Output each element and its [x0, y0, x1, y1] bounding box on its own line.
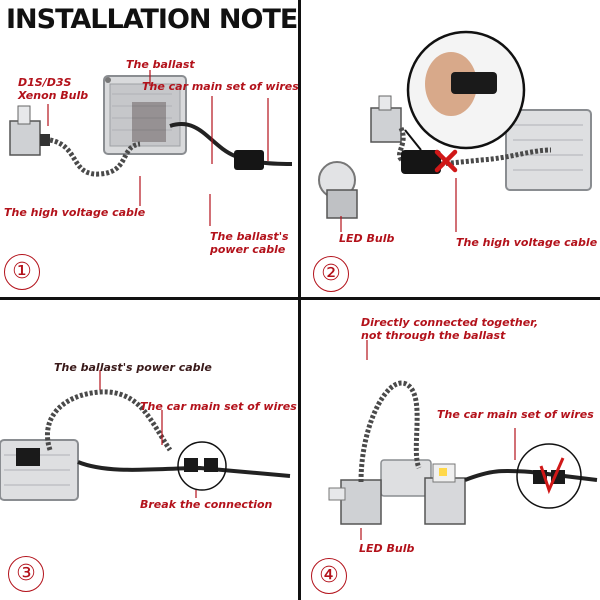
ballast-image — [103, 75, 187, 155]
step-number-2: ② — [313, 256, 349, 292]
led-bulb-image — [424, 463, 466, 525]
power-cable-label: The ballast's power cable — [54, 361, 212, 374]
xenon-bulb-image — [328, 479, 382, 525]
panel-1: The ballast D1S/D3S Xenon Bulb The car m… — [0, 46, 298, 297]
led-bulb-label: LED Bulb — [359, 542, 415, 555]
panel-2: LED Bulb The high voltage cable ② — [301, 0, 600, 297]
break-connection-label: Break the connection — [140, 498, 273, 511]
step-number-3: ③ — [8, 556, 44, 592]
direct-connection-label: Directly connected together, not through… — [361, 316, 539, 342]
xenon-bulb-image — [370, 95, 402, 143]
car-wires-label: The car main set of wires — [140, 400, 297, 413]
panel-4: Directly connected together, not through… — [301, 300, 600, 600]
xenon-bulb-image — [9, 105, 50, 156]
hv-cable-label: The high voltage cable — [4, 206, 146, 219]
panel-3-illustration — [0, 370, 291, 501]
step-number-1: ① — [4, 254, 40, 290]
page-title: INSTALLATION NOTES: — [6, 4, 327, 35]
hv-cable-label: The high voltage cable — [456, 236, 598, 249]
car-wires-label: The car main set of wires — [142, 80, 298, 93]
ballast-label: The ballast — [126, 58, 195, 71]
ballast-image — [0, 439, 79, 501]
led-bulb-image — [318, 161, 358, 219]
disconnect-x-icon — [434, 149, 458, 173]
panel-1-illustration — [9, 70, 293, 226]
panel-3: The ballast's power cable The car main s… — [0, 300, 298, 600]
panel-4-illustration — [328, 340, 598, 540]
step-number-4: ④ — [311, 558, 347, 594]
panel-2-illustration — [318, 30, 592, 232]
car-wires-label: The car main set of wires — [437, 408, 594, 421]
ballast-image — [505, 109, 592, 191]
vertical-divider — [298, 0, 301, 600]
ballast-image — [380, 459, 432, 497]
xenon-bulb-label: D1S/D3S Xenon Bulb — [18, 76, 89, 102]
power-cable-label: The ballast's power cable — [210, 230, 289, 256]
check-mark-icon — [539, 457, 565, 495]
led-bulb-label: LED Bulb — [339, 232, 395, 245]
